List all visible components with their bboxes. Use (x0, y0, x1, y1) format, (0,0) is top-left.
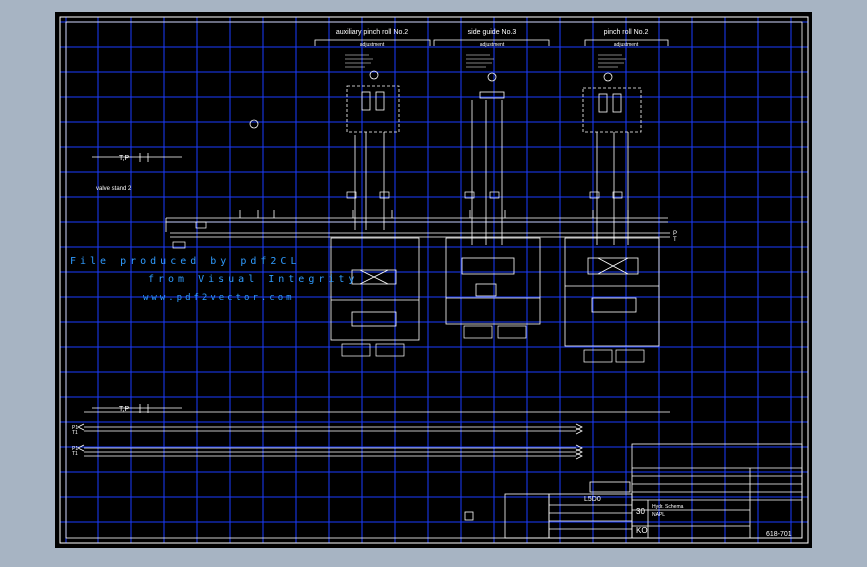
valve-sublabels (341, 325, 645, 363)
tp-label-bottom: T,P (119, 406, 129, 413)
orifice-boxes (172, 191, 623, 249)
sheet-border-outer (59, 16, 809, 544)
supply-lines (165, 210, 670, 238)
header-title-1: auxiliary pinch roll No.2 (336, 29, 408, 36)
valve-stand-label: valve stand 2 (96, 186, 132, 192)
header-title-2: side guide No.3 (468, 29, 517, 36)
sheet-number: 30 (636, 507, 645, 516)
bus-lines (77, 423, 583, 460)
header-brackets (314, 39, 669, 46)
watermark-line-2: from Visual Integrity (148, 274, 358, 285)
tp-connection-top (92, 153, 182, 162)
valve-blocks (330, 237, 660, 347)
project-sub: NAPL (652, 512, 665, 518)
watermark-line-3: www.pdf2vector.com (143, 293, 295, 303)
sheet-border-inner (65, 21, 803, 539)
right-label-t: T (673, 237, 677, 243)
title-block (464, 443, 803, 539)
drawing-grid (60, 17, 808, 543)
header-sub-2: adjustment (480, 42, 505, 48)
header-sub-1: adjustment (360, 42, 385, 48)
right-label-p: P (673, 231, 677, 237)
header-title-3: pinch roll No.2 (604, 29, 649, 36)
spec-text-blocks (345, 54, 626, 68)
cylinder-markers (249, 70, 613, 129)
tp-label-top: T,P (119, 155, 129, 162)
code-label: L5D0 (584, 496, 601, 503)
actuator-boxes (346, 85, 642, 133)
bus-label-p1: P1 (72, 425, 78, 431)
bus-label-p2: P1 (72, 446, 78, 452)
bus-label-t2: T1 (72, 451, 78, 457)
drawing-sheet (55, 12, 812, 548)
sheet-subcode: KO (636, 526, 648, 535)
project-name: Hydr. Schema (652, 504, 684, 510)
bus-label-t1: T1 (72, 430, 78, 436)
drawing-number: 618-701 (766, 531, 792, 538)
watermark-line-1: File produced by pdf2CL (70, 256, 300, 267)
tp-connection-bottom (84, 404, 670, 413)
header-sub-3: adjustment (614, 42, 639, 48)
cylinders (361, 91, 622, 113)
actuator-pipes (354, 100, 629, 245)
